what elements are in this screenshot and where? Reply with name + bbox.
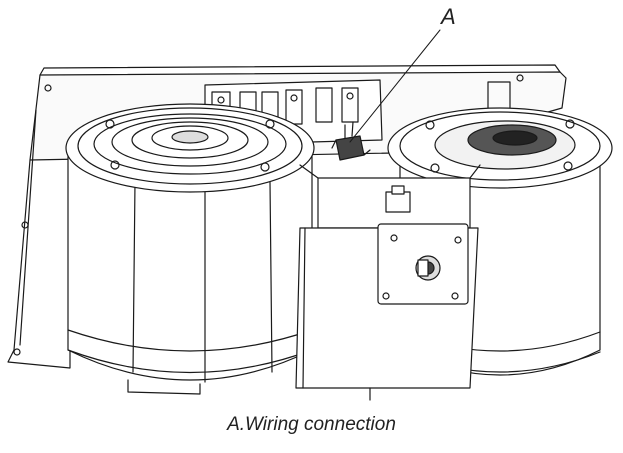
callout-leader-line <box>349 29 441 143</box>
left-blower <box>65 103 315 395</box>
callout-letter: A <box>441 4 456 29</box>
junction-box <box>295 164 481 401</box>
wiring-connection <box>331 121 371 161</box>
figure-caption: A.Wiring connection <box>227 414 396 435</box>
